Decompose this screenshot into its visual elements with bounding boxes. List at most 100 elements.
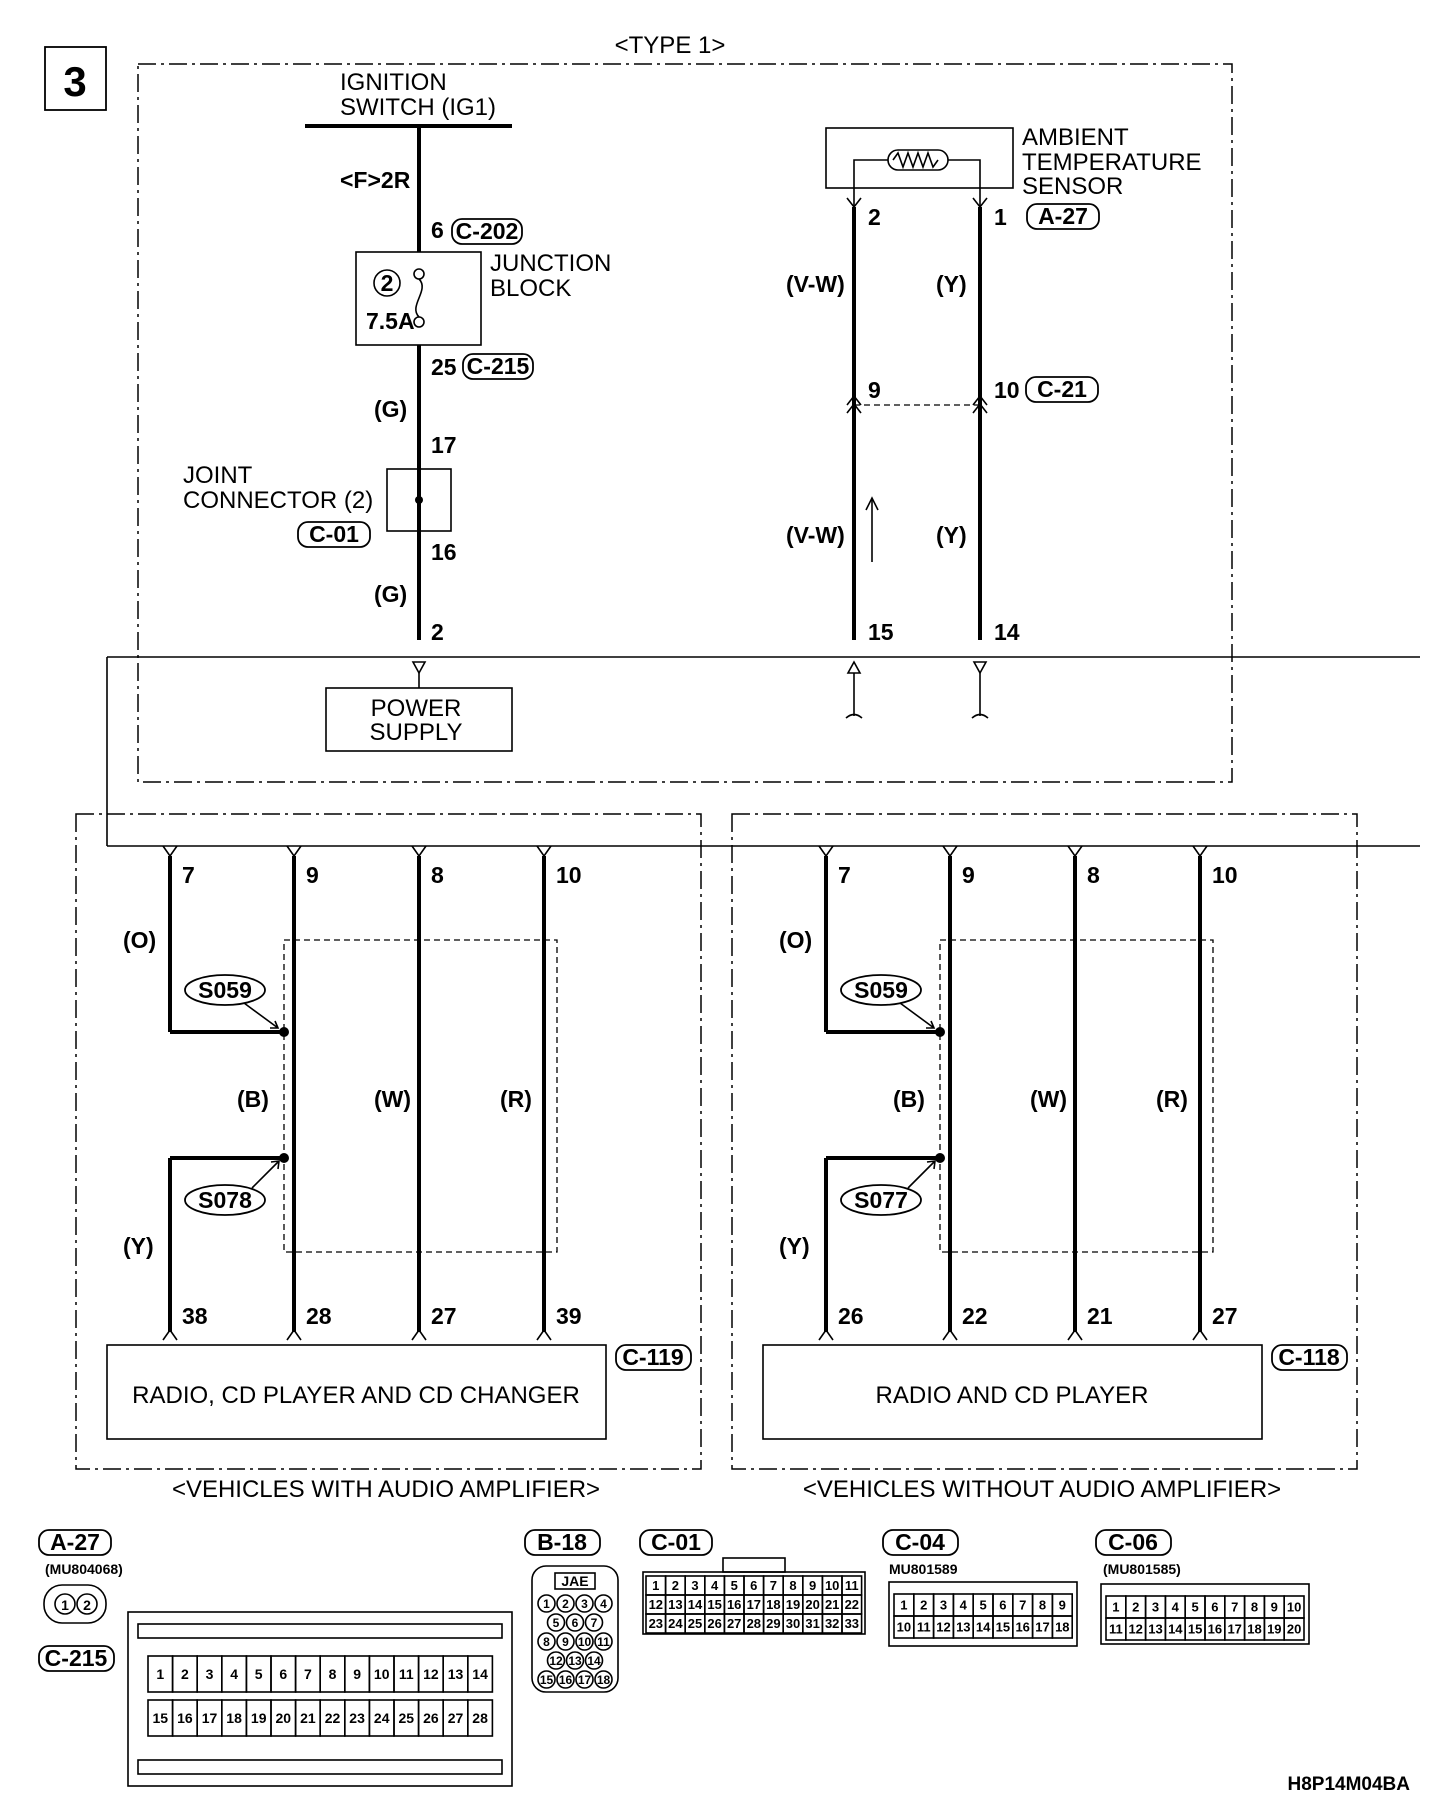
- pin-label: 16: [1015, 1620, 1029, 1635]
- sensor-pin-left: 2: [868, 204, 881, 230]
- jb-pin-out: 25: [431, 354, 457, 380]
- splice-label-top: S059: [198, 977, 252, 1003]
- bottom-pin: 26: [838, 1303, 864, 1329]
- pin-label: 17: [202, 1710, 218, 1726]
- pin-cell: [54, 1593, 76, 1615]
- pin-cell: [594, 1670, 613, 1689]
- pin-label: 18: [1055, 1620, 1069, 1635]
- bottom-pin: 39: [556, 1303, 582, 1329]
- pin-mark: [972, 197, 988, 209]
- color-w: (W): [374, 1086, 411, 1112]
- pin-cell: [537, 1594, 556, 1613]
- pin-label: 31: [805, 1616, 819, 1631]
- pin-label: 11: [1109, 1622, 1123, 1637]
- c01-latch: [722, 1557, 786, 1573]
- top-pin: 8: [1087, 862, 1100, 888]
- pin-label: 9: [809, 1578, 816, 1593]
- pin-label: 13: [668, 1597, 682, 1612]
- conn-tag-c21-text: C-21: [1037, 376, 1087, 402]
- pin-label: 3: [940, 1598, 947, 1613]
- pin-label: 7: [1019, 1598, 1026, 1613]
- without-amp-caption: <VEHICLES WITHOUT AUDIO AMPLIFIER>: [803, 1476, 1281, 1503]
- unit-name: RADIO AND CD PLAYER: [876, 1382, 1149, 1409]
- unit-box: [762, 1344, 1263, 1440]
- pin-label: 17: [1227, 1622, 1241, 1637]
- sensor-color-left-2: (V-W): [786, 522, 845, 548]
- pin-cell: [594, 1632, 613, 1651]
- unit-box: [106, 1344, 607, 1440]
- pin-label: 4: [230, 1666, 238, 1682]
- color-y: (Y): [123, 1233, 154, 1259]
- conn-tag-a27: [1026, 203, 1100, 230]
- pin-label: 16: [177, 1710, 193, 1726]
- color-r: (R): [1156, 1086, 1188, 1112]
- pin-cell: [575, 1632, 594, 1651]
- splice-arrow-icon: [243, 1002, 280, 1029]
- pin-label: 19: [786, 1597, 800, 1612]
- top-pin: 10: [1212, 862, 1238, 888]
- pin-label: 22: [325, 1710, 341, 1726]
- jc-pin-in: 17: [431, 432, 457, 458]
- pin-label: 8: [1251, 1600, 1258, 1615]
- pin-label: 1: [652, 1578, 659, 1593]
- pin-label: 2: [920, 1598, 927, 1613]
- splice-tag-bottom: [184, 1184, 266, 1216]
- c01-face-label: C-01: [651, 1529, 701, 1555]
- pin-label: 18: [766, 1597, 780, 1612]
- pin-label: 33: [845, 1616, 859, 1631]
- pin-label: 7: [770, 1578, 777, 1593]
- page-number-box: [44, 46, 107, 111]
- pin-label: 11: [845, 1578, 859, 1593]
- pin-label: 6: [1211, 1600, 1218, 1615]
- pin-label: 10: [578, 1635, 592, 1649]
- type-label: <TYPE 1>: [615, 32, 726, 59]
- pin-mark: [972, 394, 988, 414]
- bottom-pin-right: 14: [994, 619, 1020, 645]
- pin-label: 6: [572, 1616, 579, 1630]
- unit-name: RADIO, CD PLAYER AND CD CHANGER: [132, 1382, 580, 1409]
- pin-label: 28: [747, 1616, 761, 1631]
- pin-label: 14: [1168, 1622, 1183, 1637]
- pin-label: 10: [1287, 1600, 1301, 1615]
- pin-label: 12: [1128, 1622, 1142, 1637]
- signal-flow-arrow-icon: [865, 496, 879, 511]
- sensor-color-left-1: (V-W): [786, 271, 845, 297]
- c215-connector-face: [127, 1611, 513, 1787]
- pin-label: 25: [399, 1710, 415, 1726]
- pin-label: 4: [600, 1597, 607, 1611]
- sensor-line3: SENSOR: [1022, 173, 1123, 200]
- power-supply-box: [325, 687, 513, 752]
- pin-label: 7: [304, 1666, 312, 1682]
- color-b: (B): [893, 1086, 925, 1112]
- bottom-pin-left: 15: [868, 619, 894, 645]
- top-pin: 8: [431, 862, 444, 888]
- without-amp-frame: [731, 813, 1358, 1470]
- pin-cell: [584, 1651, 604, 1670]
- conn-tag-c215-face: [38, 1645, 115, 1672]
- jc-line2: CONNECTOR (2): [183, 487, 373, 514]
- color-r: (R): [500, 1086, 532, 1112]
- splice-label-top: S059: [854, 977, 908, 1003]
- conn-tag-c215: [462, 353, 534, 380]
- pin-label: 9: [562, 1635, 569, 1649]
- pin-label: 21: [300, 1710, 316, 1726]
- without-amp-section: 7 9 8 10 (O) (B) (W) (R) (Y) S059 S077 2…: [731, 813, 1358, 1503]
- pin-cell: [575, 1670, 594, 1689]
- conn-tag-c118-text: C-118: [1278, 1344, 1340, 1370]
- type1-frame: [137, 63, 1233, 783]
- conn-tag-c118: [1271, 1344, 1348, 1371]
- color-w: (W): [1030, 1086, 1067, 1112]
- pin-cell: [537, 1670, 556, 1689]
- pin-label: 20: [276, 1710, 292, 1726]
- pin-label: 29: [766, 1616, 780, 1631]
- pin-cell: [584, 1613, 604, 1632]
- pin-cell: [546, 1613, 566, 1632]
- pin-label: 5: [553, 1616, 560, 1630]
- jb-pin-in: 6: [431, 217, 444, 243]
- pin-label: 2: [562, 1597, 569, 1611]
- splice-point: [279, 1027, 289, 1037]
- pin-label: 3: [206, 1666, 214, 1682]
